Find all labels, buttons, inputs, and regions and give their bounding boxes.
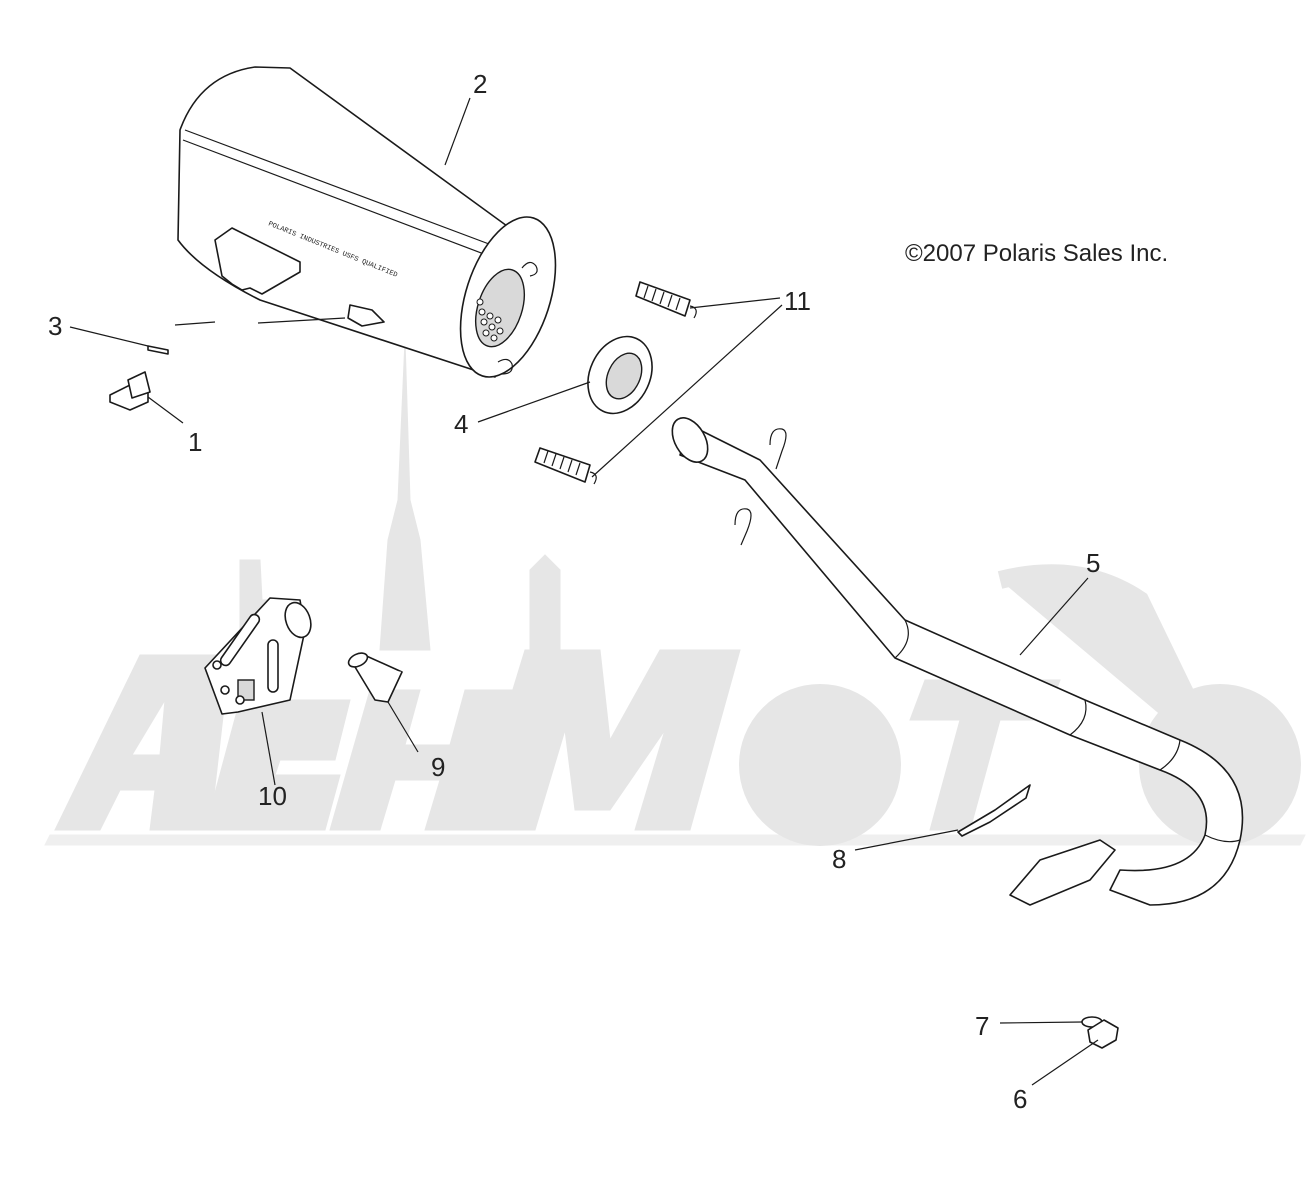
muffler: POLARIS INDUSTRIES USFS QUALIFIED	[177, 66, 557, 378]
callout-3: 3	[48, 311, 62, 341]
muffler-seam-2	[182, 139, 506, 263]
watermark-letter-a	[54, 654, 231, 831]
callout-7: 7	[975, 1011, 989, 1041]
watermark-letter-t	[909, 679, 1061, 831]
callout-2: 2	[473, 69, 487, 99]
head-pipe-band-2	[1069, 699, 1087, 736]
watermark-wheel-rear	[739, 684, 901, 846]
watermark	[44, 339, 1306, 846]
muffler-outlet-holes	[476, 298, 504, 342]
callout-10: 10	[258, 781, 287, 811]
spring-lower	[534, 447, 597, 485]
head-pipe	[671, 417, 1244, 906]
callout-4: 4	[454, 409, 468, 439]
head-pipe-tube	[679, 424, 1244, 906]
exhaust-gasket	[957, 784, 1031, 837]
bushing	[109, 371, 151, 411]
muffler-seam	[184, 129, 506, 251]
callout-8: 8	[832, 844, 846, 874]
watermark-text-band	[44, 834, 1306, 846]
watermark-spire	[379, 339, 431, 651]
head-pipe-hanger-2	[734, 508, 752, 546]
head-pipe-band-1	[894, 619, 909, 659]
callout-11: 11	[784, 286, 811, 316]
cotter-pin	[147, 345, 169, 355]
muffler-hook-bottom	[497, 358, 513, 375]
callout-1: 1	[188, 427, 202, 457]
muffler-mount-bracket	[214, 227, 301, 295]
head-pipe-band-4	[1204, 834, 1241, 843]
head-pipe-inlet	[671, 417, 709, 463]
mount-plate	[204, 597, 312, 715]
callout-6: 6	[1013, 1084, 1027, 1114]
head-pipe-band-3	[1159, 739, 1181, 771]
watermark-frame	[997, 564, 1229, 769]
muffler-mount-tab	[347, 304, 385, 327]
watermark-tower-right	[529, 554, 561, 651]
muffler-hook-top	[521, 261, 538, 277]
leader-lines	[69, 97, 1099, 1086]
spring-upper	[635, 281, 697, 319]
head-pipe-hanger-1	[769, 428, 787, 470]
callout-9: 9	[431, 752, 445, 782]
spacer-tube	[347, 652, 403, 703]
head-pipe-flange	[1009, 839, 1116, 906]
callout-labels: 1 2 3 4 5 6 7 8 9 10 11	[48, 69, 1100, 1114]
callout-5: 5	[1086, 548, 1100, 578]
watermark-letter-m	[469, 649, 741, 831]
muffler-body	[177, 66, 541, 378]
copyright-notice: ©2007 Polaris Sales Inc.	[905, 240, 1169, 267]
exhaust-seal	[587, 335, 653, 415]
